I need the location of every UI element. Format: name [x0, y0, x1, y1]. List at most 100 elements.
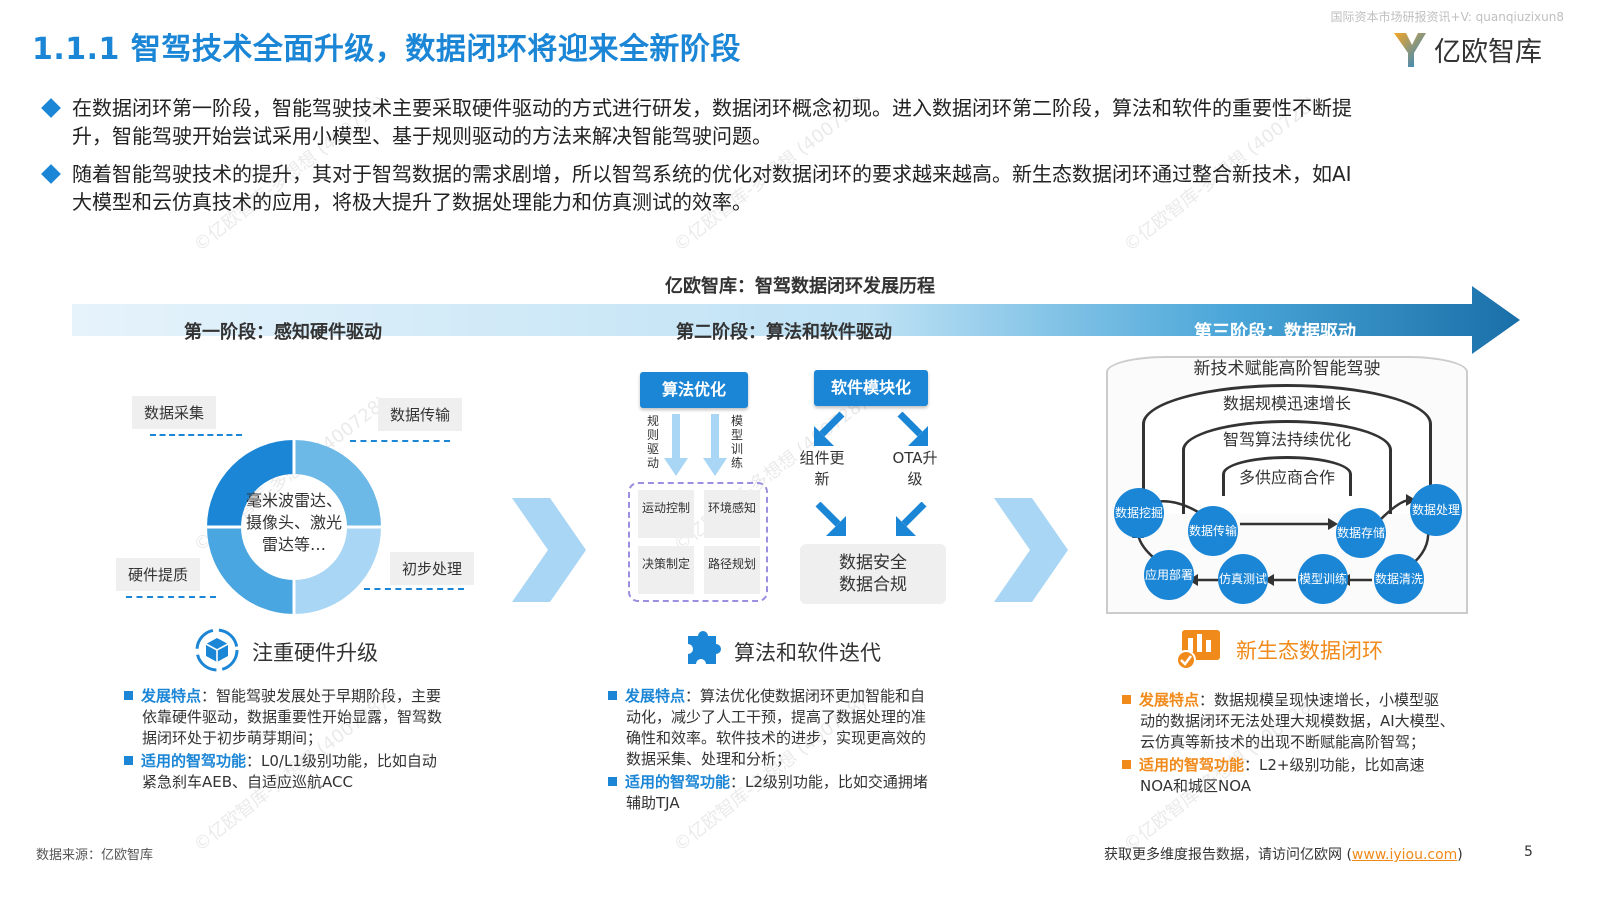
stage-label-2: 第二阶段：算法和软件驱动: [676, 322, 892, 343]
tag-data-collect: 数据采集: [132, 396, 217, 429]
arch-ring: [1222, 456, 1352, 496]
logo-mark-icon: [1394, 33, 1426, 67]
grid-cell-env: 环境感知: [704, 490, 760, 538]
grid-cell-path: 路径规划: [704, 546, 760, 594]
feature-text: 云仿真等新技术的出现不断赋能高阶智驾；: [1140, 733, 1426, 751]
stage3-description: 发展特点：数据规模呈现快速增长，小模型驱 动的数据闭环无法处理大规模数据，AI大…: [1122, 690, 1512, 797]
cycle-node-deploy: 应用部署: [1144, 550, 1194, 600]
data-safety-box: 数据安全 数据合规: [800, 544, 946, 604]
square-bullet-icon: [1122, 760, 1131, 769]
cycle-node-transfer: 数据传输: [1188, 506, 1238, 556]
footer-link[interactable]: www.iyiou.com: [1351, 847, 1458, 863]
page-number: 5: [1524, 844, 1533, 860]
feature-text: 动的数据闭环无法处理大规模数据，AI大模型、: [1140, 712, 1455, 730]
func-key: 适用的智驾功能: [1139, 756, 1245, 774]
puzzle-icon: [688, 631, 721, 664]
cycle-node-training: 模型训练: [1298, 554, 1348, 604]
footer-more: 获取更多维度报告数据，请访问亿欧网 (www.iyiou.com): [1104, 844, 1463, 864]
arrow-down-icon: [703, 414, 727, 476]
data-source: 数据来源：亿欧智库: [36, 848, 154, 863]
rule-driven-label: 规则驱动: [646, 414, 659, 470]
arrow-down-left-icon: [896, 502, 927, 536]
square-bullet-icon: [124, 691, 133, 700]
connector-line: [150, 434, 242, 436]
func-text: 紧急刹车AEB、自适应巡航ACC: [142, 773, 353, 791]
connector-line: [364, 588, 464, 590]
func-text: ：L2+级别功能，比如高速: [1244, 756, 1425, 774]
arch-level-3: 智驾算法持续优化: [1222, 430, 1351, 449]
top-note: 国际资本市场研报资讯+V: quanqiuzixun8: [1330, 10, 1564, 24]
stage2-heading: 算法和软件迭代: [734, 641, 881, 665]
bullet-text: 随着智能驾驶技术的提升，其对于智驾数据的需求剧增，所以智驾系统的优化对数据闭环的…: [72, 162, 1352, 186]
func-text: ：L0/L1级别功能，比如自动: [246, 752, 437, 770]
chart-title: 亿欧智库：智驾数据闭环发展历程: [665, 276, 935, 297]
arrow-down-icon: [664, 414, 688, 476]
donut-segment: [207, 440, 294, 527]
connector-line: [126, 596, 216, 598]
chevron-right-icon: [994, 498, 1068, 602]
feature-text: 动化，减少了人工干预，提高了数据处理的准: [626, 708, 927, 726]
donut-center-text: 毫米波雷达、摄像头、激光雷达等…: [245, 491, 342, 554]
component-update-label: 组件更新: [799, 449, 845, 488]
square-bullet-icon: [124, 756, 133, 765]
donut-segment: [294, 440, 381, 527]
square-bullet-icon: [608, 691, 617, 700]
footer-more-text: 获取更多维度报告数据，请访问亿欧网 (: [1104, 847, 1352, 863]
arch-level-2: 数据规模迅速增长: [1222, 394, 1351, 413]
feature-key: 发展特点: [1139, 691, 1200, 709]
cycle-node-cleaning: 数据清洗: [1374, 554, 1424, 604]
feature-text: ：算法优化使数据闭环更加智能和自: [685, 687, 926, 705]
arrow-down-right-icon: [897, 412, 928, 446]
data-safety-line: 数据安全: [839, 553, 907, 573]
grid-cell-decision: 决策制定: [638, 546, 694, 594]
donut-chart: [207, 440, 381, 614]
donut-segment: [207, 527, 294, 614]
stage2-description: 发展特点：算法优化使数据闭环更加智能和自 动化，减少了人工干预，提高了数据处理的…: [608, 686, 988, 814]
func-key: 适用的智驾功能: [625, 773, 731, 791]
ecosystem-box-icon: [1176, 630, 1220, 670]
feature-key: 发展特点: [625, 687, 686, 705]
stage-label-3: 第三阶段：数据驱动: [1194, 322, 1356, 343]
arch-level-1: 新技术赋能高阶智能驾驶: [1193, 359, 1381, 379]
square-bullet-icon: [608, 777, 617, 786]
arch-ring: [1182, 420, 1392, 514]
footer-close: ): [1457, 847, 1463, 863]
chevron-right-icon: [512, 498, 586, 602]
arrow-down-right-icon: [815, 502, 846, 536]
donut-segment: [294, 527, 381, 614]
feature-text: 数据采集、处理和分析；: [626, 750, 792, 768]
bullet-text: 大模型和云仿真技术的应用，将极大提升了数据处理能力和仿真测试的效率。: [72, 190, 752, 214]
bullet-2: 随着智能驾驶技术的提升，其对于智驾数据的需求剧增，所以智驾系统的优化对数据闭环的…: [40, 160, 1570, 216]
connector-line: [350, 440, 450, 442]
tag-data-transfer: 数据传输: [378, 398, 463, 431]
func-key: 适用的智驾功能: [141, 752, 247, 770]
brand-logo: 亿欧智库: [1392, 26, 1562, 72]
arch-level-4: 多供应商合作: [1238, 468, 1335, 487]
square-bullet-icon: [1122, 695, 1131, 704]
feature-text: ：智能驾驶发展处于早期阶段，主要: [201, 687, 442, 705]
stage-label-1: 第一阶段：感知硬件驱动: [184, 322, 382, 343]
data-compliance-line: 数据合规: [839, 575, 907, 595]
stage-arrow: [72, 286, 1520, 354]
func-text: 辅助TJA: [626, 794, 680, 812]
stage1-heading: 注重硬件升级: [252, 641, 378, 665]
cycle-node-simulation: 仿真测试: [1218, 554, 1268, 604]
algo-grid-frame: [628, 482, 768, 602]
diamond-bullet-icon: [41, 98, 61, 118]
feature-text: 据闭环处于初步萌芽期间；: [142, 729, 323, 747]
cycle-node-storage: 数据存储: [1336, 508, 1386, 558]
model-train-label: 模型训练: [730, 414, 743, 470]
stage3-heading: 新生态数据闭环: [1236, 639, 1383, 663]
bullet-1: 在数据闭环第一阶段，智能驾驶技术主要采取硬件驱动的方式进行研发，数据闭环概念初现…: [40, 94, 1570, 150]
page-title: 1.1.1 智驾技术全面升级，数据闭环将迎来全新阶段: [32, 32, 741, 67]
feature-text: 确性和效率。软件技术的进步，实现更高效的: [626, 729, 927, 747]
tag-hw-quality: 硬件提质: [116, 558, 201, 591]
arrow-down-left-icon: [814, 412, 845, 446]
feature-text: 依靠硬件驱动，数据重要性开始显露，智驾数: [142, 708, 443, 726]
diamond-bullet-icon: [41, 164, 61, 184]
logo-text: 亿欧智库: [1434, 36, 1542, 68]
ota-upgrade-label: OTA升级: [892, 449, 938, 488]
bullet-text: 在数据闭环第一阶段，智能驾驶技术主要采取硬件驱动的方式进行研发，数据闭环概念初现…: [72, 96, 1352, 120]
feature-text: ：数据规模呈现快速增长，小模型驱: [1199, 691, 1440, 709]
hardware-cube-icon: [195, 628, 239, 672]
